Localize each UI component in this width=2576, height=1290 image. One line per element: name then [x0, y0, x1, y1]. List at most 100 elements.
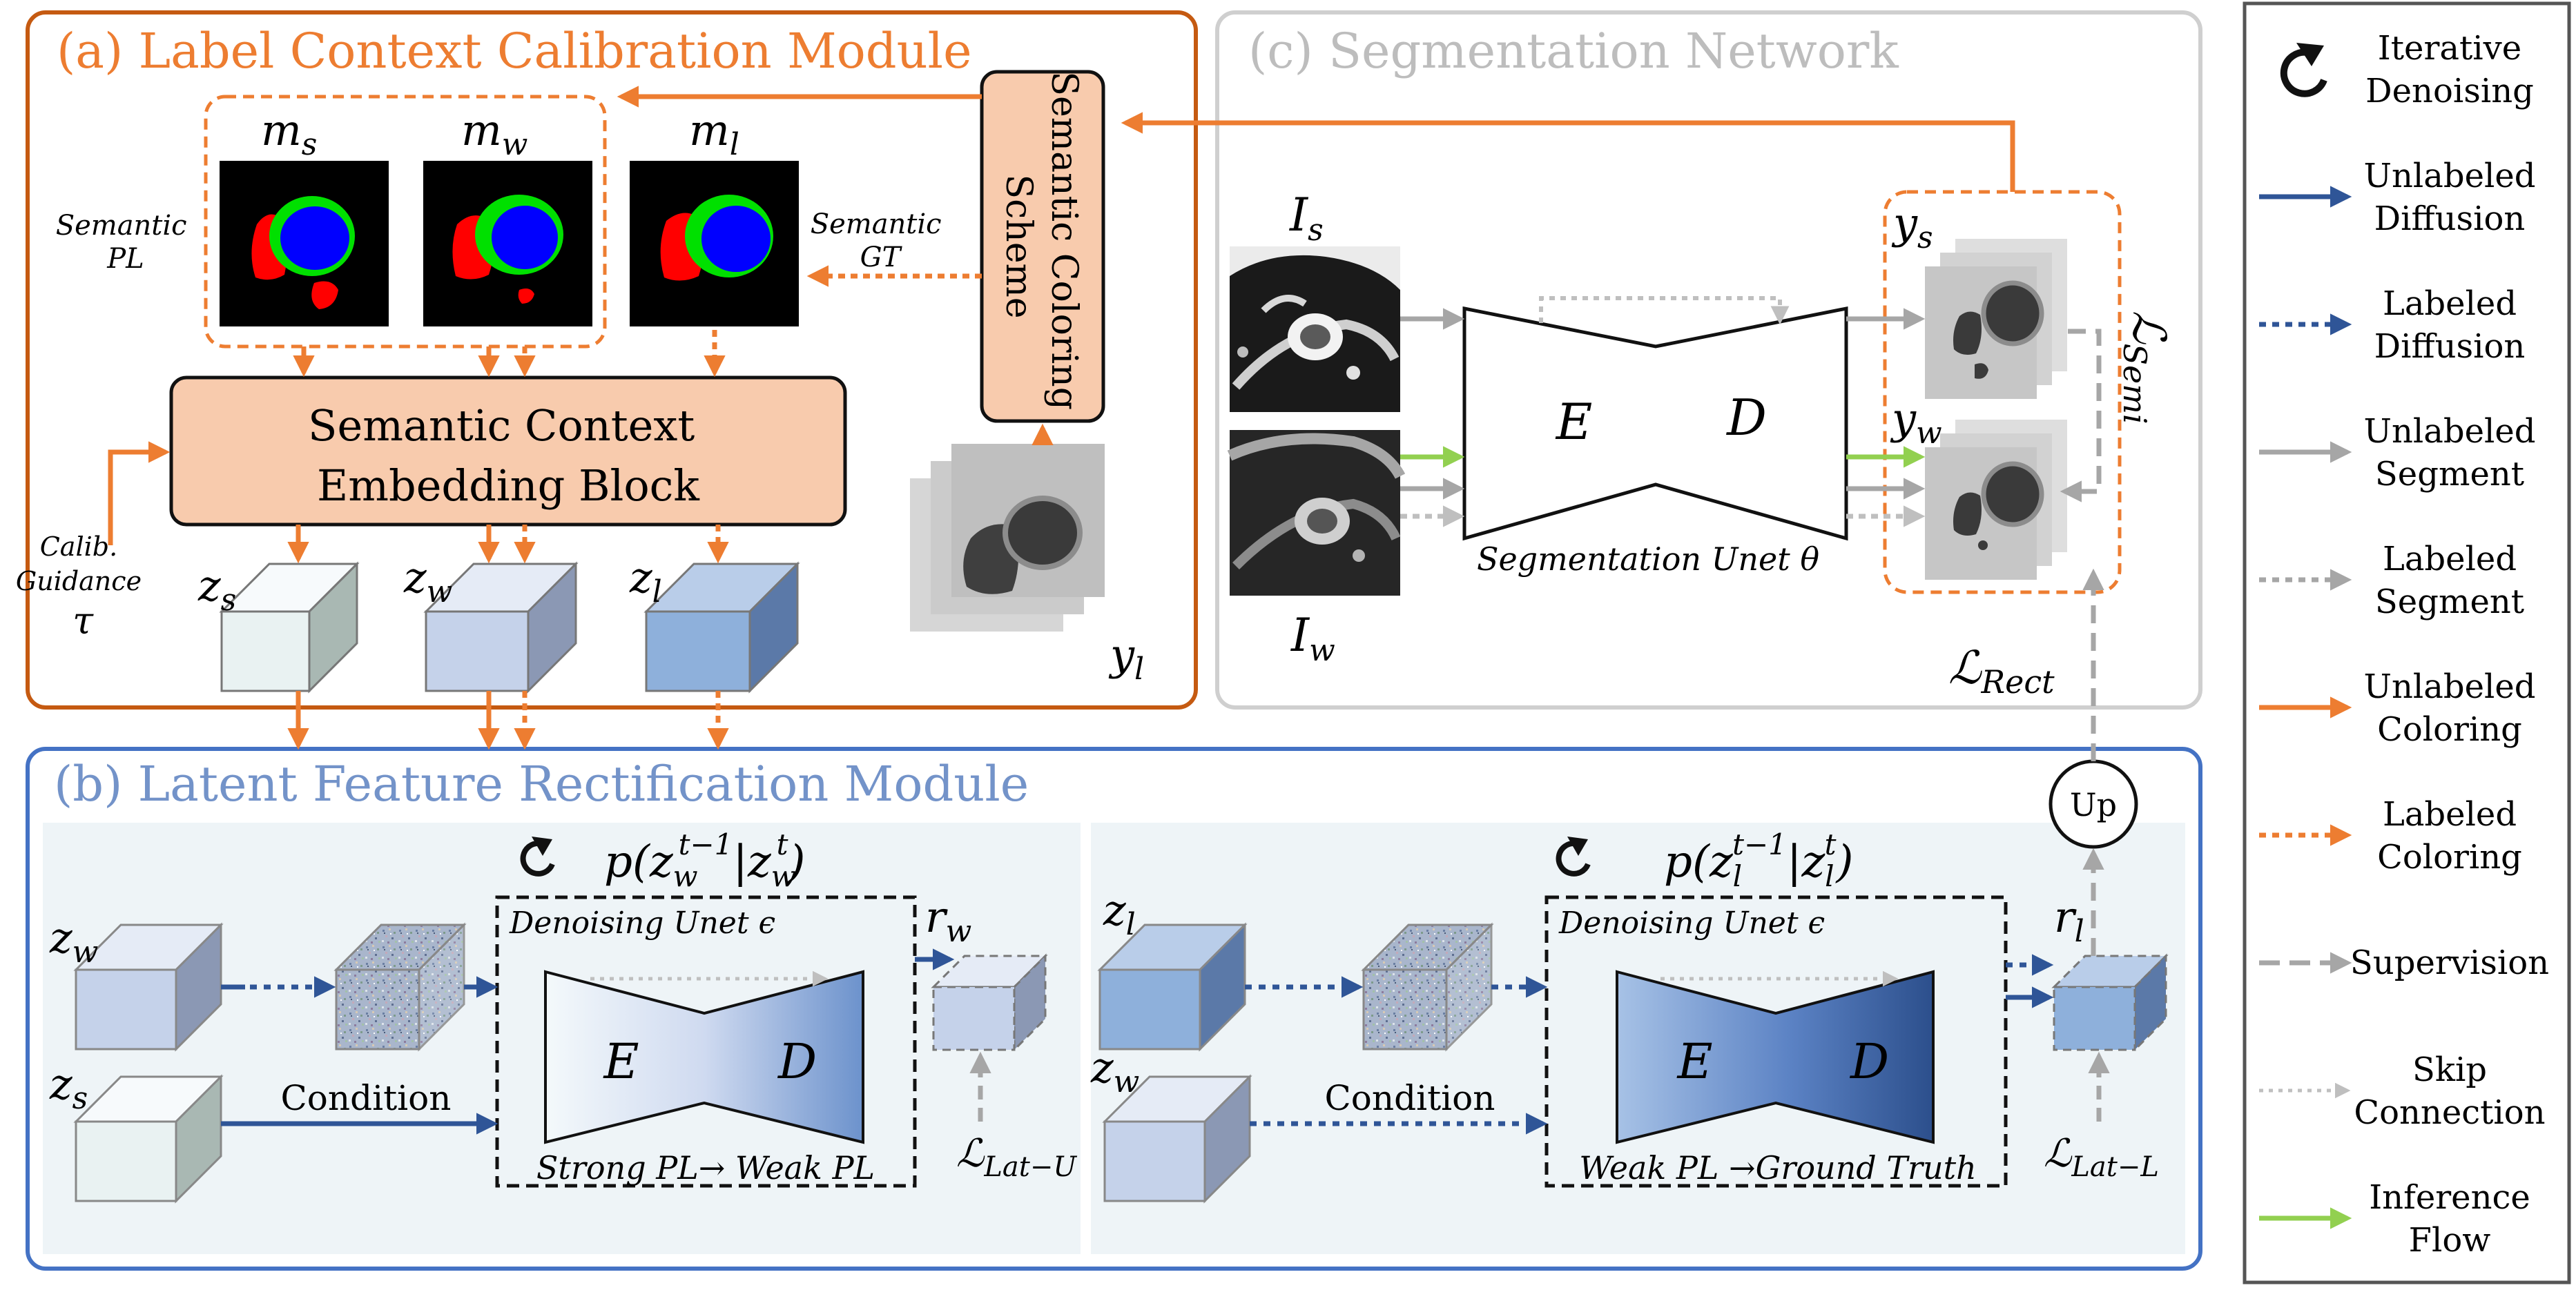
- embedding-block-label: Semantic Context Embedding Block: [308, 400, 708, 511]
- prediction-yw-image: [1925, 420, 2067, 580]
- embedding-block: [169, 375, 847, 527]
- refresh-icon: [2280, 43, 2327, 97]
- left-loss-label: ℒLat−U: [956, 1131, 1077, 1183]
- right-denoise-label: Denoising Unet ϵ: [1558, 906, 1825, 941]
- left-zw-label: zw: [49, 912, 98, 970]
- latent-cube-zs: [219, 561, 360, 694]
- segmentation-unet: [1462, 306, 1848, 541]
- right-zl-label: zl: [1103, 885, 1136, 942]
- left-denoise-unet: [544, 970, 864, 1144]
- left-denoise-box: [495, 895, 917, 1188]
- right-denoise-box: [1544, 895, 2008, 1188]
- right-rectified-latent: [2051, 953, 2169, 1053]
- coloring-scheme-label: Semantic Coloring Scheme: [998, 71, 1085, 421]
- input-is-label: Is: [1289, 188, 1324, 248]
- input-iw-label: Iw: [1290, 609, 1335, 668]
- right-noisy-latent: [1361, 922, 1494, 1052]
- right-condition-label: Condition: [1325, 1078, 1495, 1118]
- mask-label-mw: mw: [461, 105, 527, 162]
- latent-cube-zl: [643, 561, 800, 694]
- connectors: [108, 86, 2110, 1135]
- seg-unet-caption: Segmentation Unet θ: [1477, 540, 1819, 578]
- left-rectified-latent: [931, 953, 1048, 1053]
- loss-rect-label: ℒRect: [1948, 641, 2055, 701]
- legend-label: Supervision: [2350, 944, 2549, 982]
- prediction-ys-image: [1925, 239, 2067, 399]
- left-decoder-label: D: [777, 1033, 817, 1090]
- left-prob-label: p(zwt−1|zwt): [604, 828, 806, 893]
- pred-ys-label: ys: [1891, 198, 1933, 255]
- left-zs-label: zs: [49, 1059, 88, 1116]
- right-loss-label: ℒLat−L: [2044, 1131, 2159, 1183]
- right-decoder-label: D: [1849, 1033, 1889, 1090]
- left-denoise-label: Denoising Unet ϵ: [509, 906, 775, 941]
- semantic-gt-label: Semantic GT: [811, 208, 951, 273]
- input-image-iw: [1227, 430, 1406, 596]
- right-encoder-label: E: [1676, 1033, 1712, 1090]
- right-refresh-icon: [1556, 837, 1591, 877]
- right-r-label: rl: [2054, 892, 2084, 949]
- right-denoise-unet: [1616, 970, 1935, 1144]
- left-refresh-icon: [520, 837, 555, 877]
- input-image-is: [1230, 246, 1400, 412]
- right-zw-label: zw: [1090, 1042, 1139, 1100]
- right-caption: Weak PL →Ground Truth: [1579, 1149, 1977, 1186]
- mask-label-ml: ml: [689, 105, 739, 162]
- ground-truth-yl-image: [910, 444, 1105, 632]
- panel-b-title: (b) Latent Feature Rectification Module: [54, 756, 1029, 812]
- upsample-label: Up: [2070, 786, 2117, 823]
- semantic-pl-group: [204, 95, 607, 349]
- z-label-l: zl: [629, 552, 662, 609]
- panel-c: (c) Segmentation Network Is Iw E D Segme…: [1215, 10, 2202, 710]
- latent-cube-zw: [423, 561, 579, 694]
- left-r-label: rw: [925, 892, 971, 949]
- mask-label-ms: ms: [261, 105, 317, 162]
- mask-image-mw: [423, 161, 592, 326]
- legend-frame: [2243, 1, 2571, 1284]
- left-condition-label: Condition: [281, 1078, 452, 1118]
- panel-c-title: (c) Segmentation Network: [1248, 23, 1899, 79]
- left-caption: Strong PL→ Weak PL: [536, 1149, 875, 1186]
- z-label-w: zw: [403, 552, 452, 609]
- left-latent-zw: [73, 922, 224, 1052]
- loss-semi-label: ℒSemi: [2116, 311, 2176, 424]
- pred-yw-label: yw: [1890, 393, 1942, 451]
- right-latent-zl: [1097, 922, 1248, 1052]
- coloring-scheme-block: [980, 70, 1105, 423]
- mask-image-ms: [220, 161, 389, 326]
- panel-a-title: (a) Label Context Calibration Module: [57, 23, 972, 79]
- prediction-group: [1883, 190, 2122, 594]
- z-label-s: zs: [197, 560, 236, 618]
- semantic-pl-label: Semantic PL: [56, 210, 196, 275]
- right-latent-zw: [1102, 1074, 1252, 1204]
- seg-encoder-label: E: [1555, 393, 1593, 451]
- panel-b: (b) Latent Feature Rectification Module …: [26, 747, 2202, 1271]
- right-prob-label: p(zlt−1|zlt): [1664, 828, 1853, 893]
- left-encoder-label: E: [602, 1033, 639, 1090]
- calib-guidance-label: Calib. Guidance τ: [16, 531, 150, 643]
- mask-image-ml: [630, 161, 799, 326]
- left-noisy-latent: [333, 922, 467, 1052]
